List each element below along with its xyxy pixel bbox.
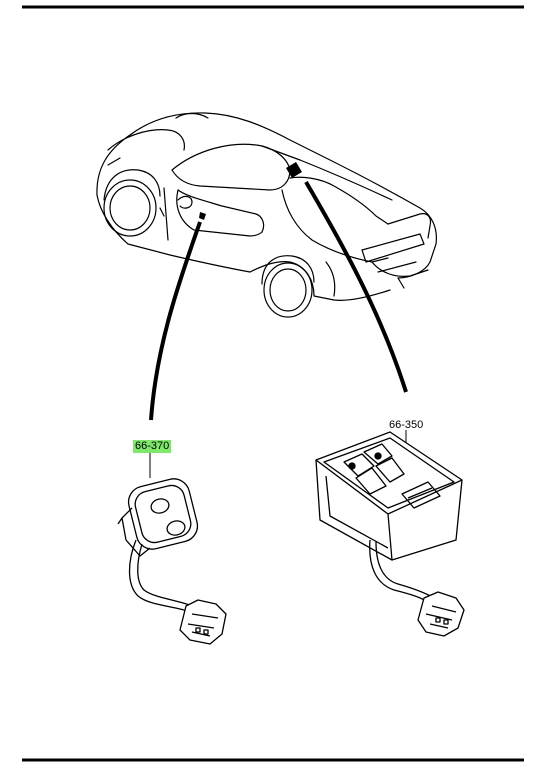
part-number-66-350[interactable]: 66-350 (389, 419, 424, 431)
left-leader-line (149, 221, 202, 421)
car-illustration (96, 112, 437, 318)
right-switch-location-marker (286, 162, 302, 178)
door-switch-part (117, 478, 227, 645)
part-number-66-370[interactable]: 66-370 (133, 440, 172, 453)
right-leader-line (304, 180, 408, 393)
window-master-switch-part (315, 431, 465, 637)
left-switch-location-marker (199, 212, 206, 220)
